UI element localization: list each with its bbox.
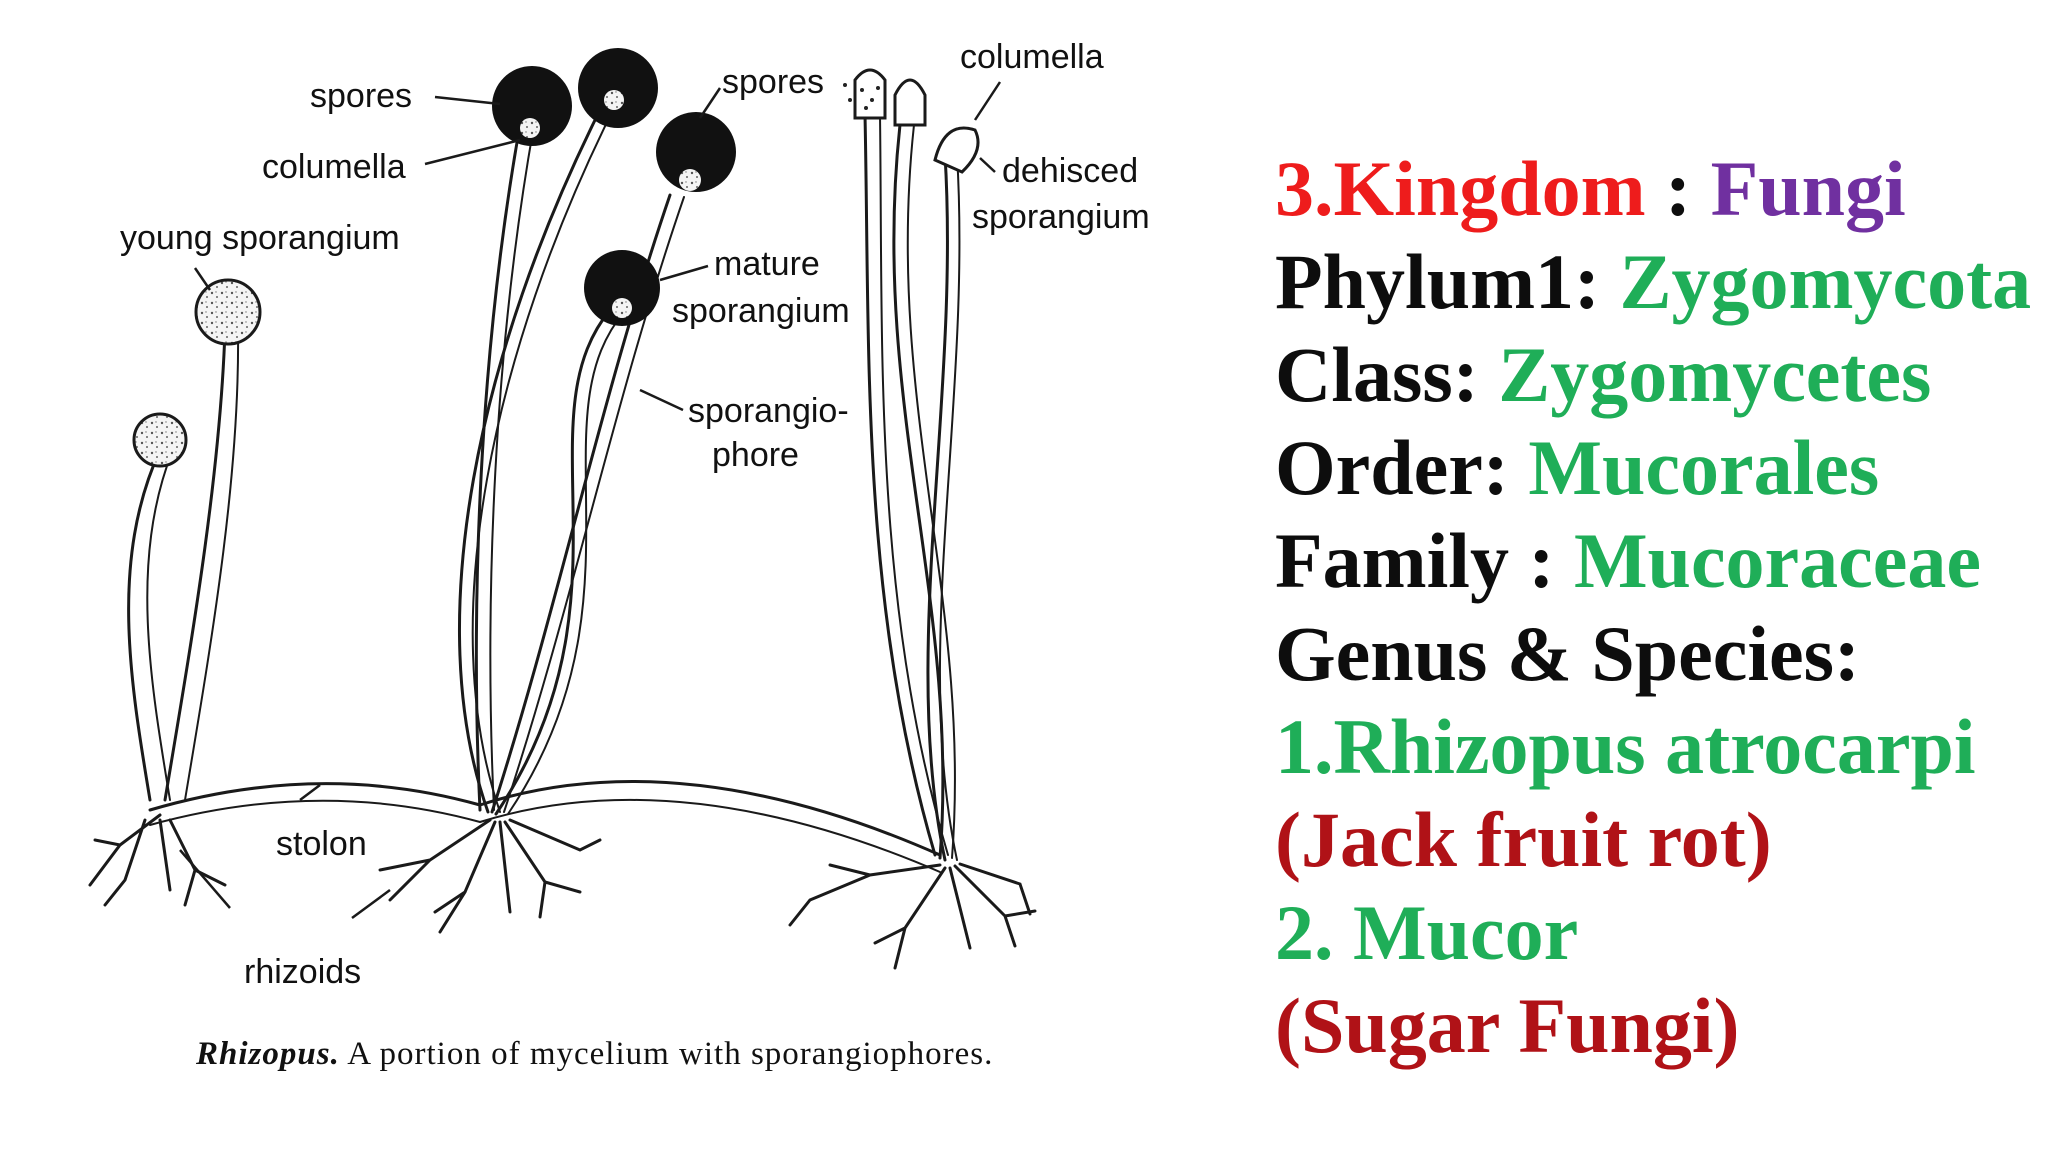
taxonomy-panel: 3.Kingdom : Fungi Phylum1: Zygomycota Cl… xyxy=(1275,142,2035,1072)
species1-note: (Jack fruit rot) xyxy=(1275,796,1772,883)
species1-name: 1.Rhizopus atrocarpi xyxy=(1275,703,1976,790)
rhizoid xyxy=(88,813,227,907)
phylum-value: Zygomycota xyxy=(1619,238,2032,325)
sporangiophore-d xyxy=(494,308,612,816)
rhizopus-diagram: spores columella young sporangium spores… xyxy=(88,38,1150,991)
columella-shape xyxy=(853,68,887,120)
kingdom-sep: : xyxy=(1645,145,1711,232)
class-line: Class: Zygomycetes xyxy=(1275,328,2035,421)
sporangiophore-b xyxy=(457,108,602,814)
label-mature-sporangium: sporangium xyxy=(672,292,850,330)
diagram-caption: Rhizopus. A portion of mycelium with spo… xyxy=(196,1036,993,1073)
kingdom-label: 3.Kingdom xyxy=(1275,145,1646,232)
mature-sporangium xyxy=(656,112,736,192)
phylum-label: Phylum1: xyxy=(1275,238,1620,325)
label-dehisced: dehisced xyxy=(1002,152,1138,190)
label-sporangiophore-phore: phore xyxy=(712,436,799,474)
young-sporangium-small xyxy=(132,412,188,468)
dehisced-sporangium-shape xyxy=(933,126,980,174)
label-stolon: stolon xyxy=(276,825,367,863)
family-label: Family : xyxy=(1275,517,1574,604)
class-label: Class: xyxy=(1275,331,1499,418)
columella-shape xyxy=(893,78,927,127)
class-value: Zygomycetes xyxy=(1498,331,1932,418)
sporangiophore-e xyxy=(863,113,937,857)
label-sporangiophore: sporangio- xyxy=(688,392,849,430)
sporangiophore-young xyxy=(163,328,227,802)
label-spores-left: spores xyxy=(310,77,412,115)
genus-species-label: Genus & Species: xyxy=(1275,610,1860,697)
young-sporangium xyxy=(194,278,262,346)
label-young-sporangium: young sporangium xyxy=(120,219,400,257)
caption-text: A portion of mycelium with sporangiophor… xyxy=(339,1036,994,1072)
genus-species-line: Genus & Species: xyxy=(1275,607,2035,700)
order-label: Order: xyxy=(1275,424,1529,511)
caption-genus: Rhizopus. xyxy=(196,1036,340,1072)
rhizoid xyxy=(378,818,602,934)
label-mature: mature xyxy=(714,245,820,283)
stolon-hypha xyxy=(148,780,942,857)
order-value: Mucorales xyxy=(1528,424,1880,511)
label-spores-top: spores xyxy=(722,63,824,101)
label-columella-left: columella xyxy=(262,148,406,186)
species2-note: (Sugar Fungi) xyxy=(1275,982,1740,1069)
order-line: Order: Mucorales xyxy=(1275,421,2035,514)
mature-sporangium xyxy=(584,250,660,326)
kingdom-value: Fungi xyxy=(1710,145,1906,232)
family-line: Family : Mucoraceae xyxy=(1275,514,2035,607)
label-rhizoids: rhizoids xyxy=(244,953,361,991)
sporangiophore-a xyxy=(474,123,522,812)
phylum-line: Phylum1: Zygomycota xyxy=(1275,235,2035,328)
kingdom-line: 3.Kingdom : Fungi xyxy=(1275,142,2035,235)
rhizoid xyxy=(788,862,1037,970)
mature-sporangium xyxy=(578,48,658,128)
mature-sporangium xyxy=(492,66,572,146)
label-columella-right: columella xyxy=(960,38,1104,76)
sporangiophore-g xyxy=(926,153,949,862)
family-value: Mucoraceae xyxy=(1573,517,1982,604)
sporangiophore-short xyxy=(127,448,162,802)
label-dehisced-sporangium: sporangium xyxy=(972,198,1150,236)
species2-name: 2. Mucor xyxy=(1275,889,1579,976)
